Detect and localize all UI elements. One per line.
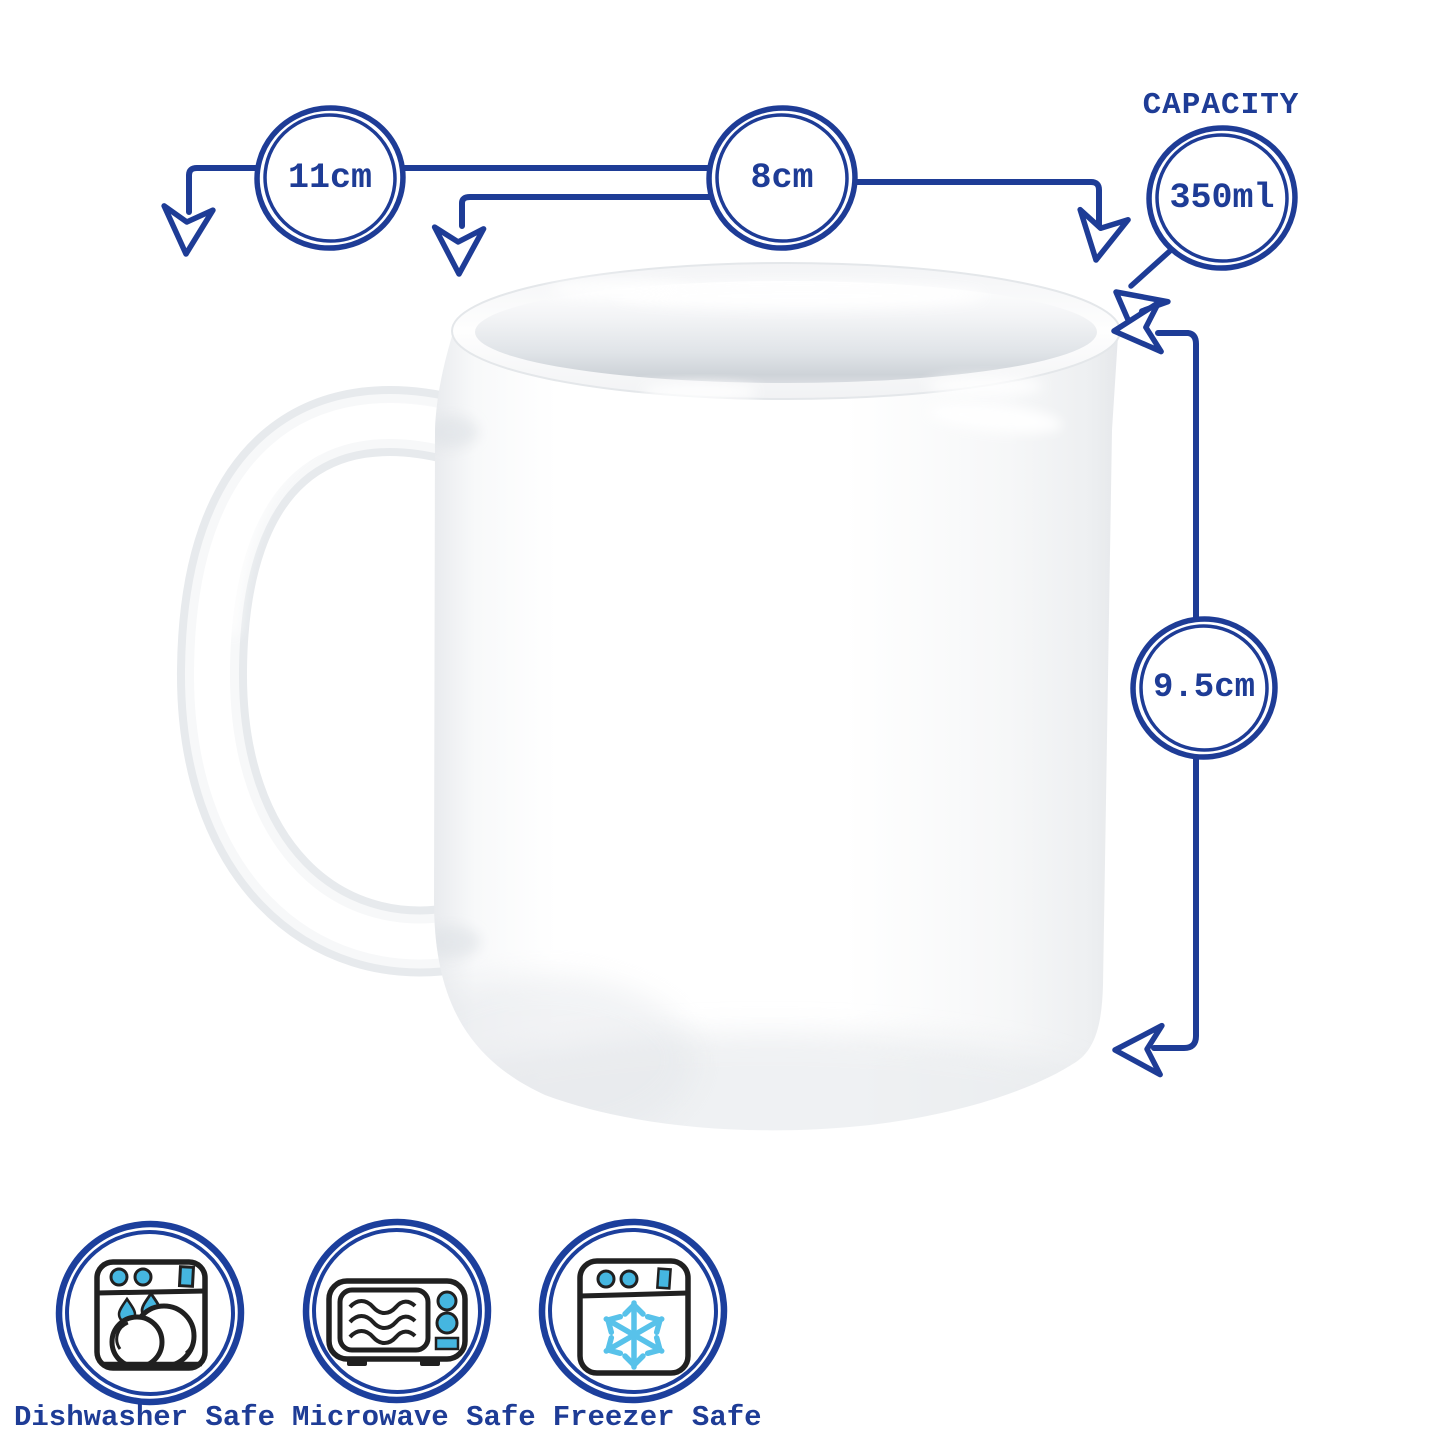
width-circle [254,105,406,251]
arrow-down-mid [433,227,484,275]
diameter-circle [706,105,858,251]
diameter-dimension-line [459,194,791,229]
right-dimension-line [789,179,1102,229]
care-feature-captions: Dishwasher Safe Microwave Safe Freezer S… [14,1401,762,1436]
capacity-title: CAPACITY [1142,88,1300,123]
snowflake-glyph [603,1300,665,1370]
freezer-icon [538,1218,728,1404]
width-dimension-label: 11cm [287,158,372,198]
microwave-icon [302,1218,492,1404]
height-dimension-label: 9.5cm [1152,669,1256,707]
mug-illustration [176,262,1121,1131]
capacity-value-label: 350ml [1169,178,1275,218]
dimension-circles [254,105,1298,760]
mug-handle [176,386,493,977]
mug-body [434,336,1118,1131]
dishwasher-icon [55,1220,245,1406]
microwave-safe-label: Microwave Safe [292,1401,536,1434]
capacity-pointer-line [1128,247,1174,289]
freezer-safe-label: Freezer Safe [552,1401,762,1434]
dishwasher-safe-label: Dishwasher Safe [14,1401,276,1434]
diameter-dimension-label: 8cm [750,158,814,198]
width-dimension-line [186,165,791,215]
capacity-circle [1146,125,1298,271]
mug-rim [451,262,1121,401]
height-circle [1130,616,1278,760]
